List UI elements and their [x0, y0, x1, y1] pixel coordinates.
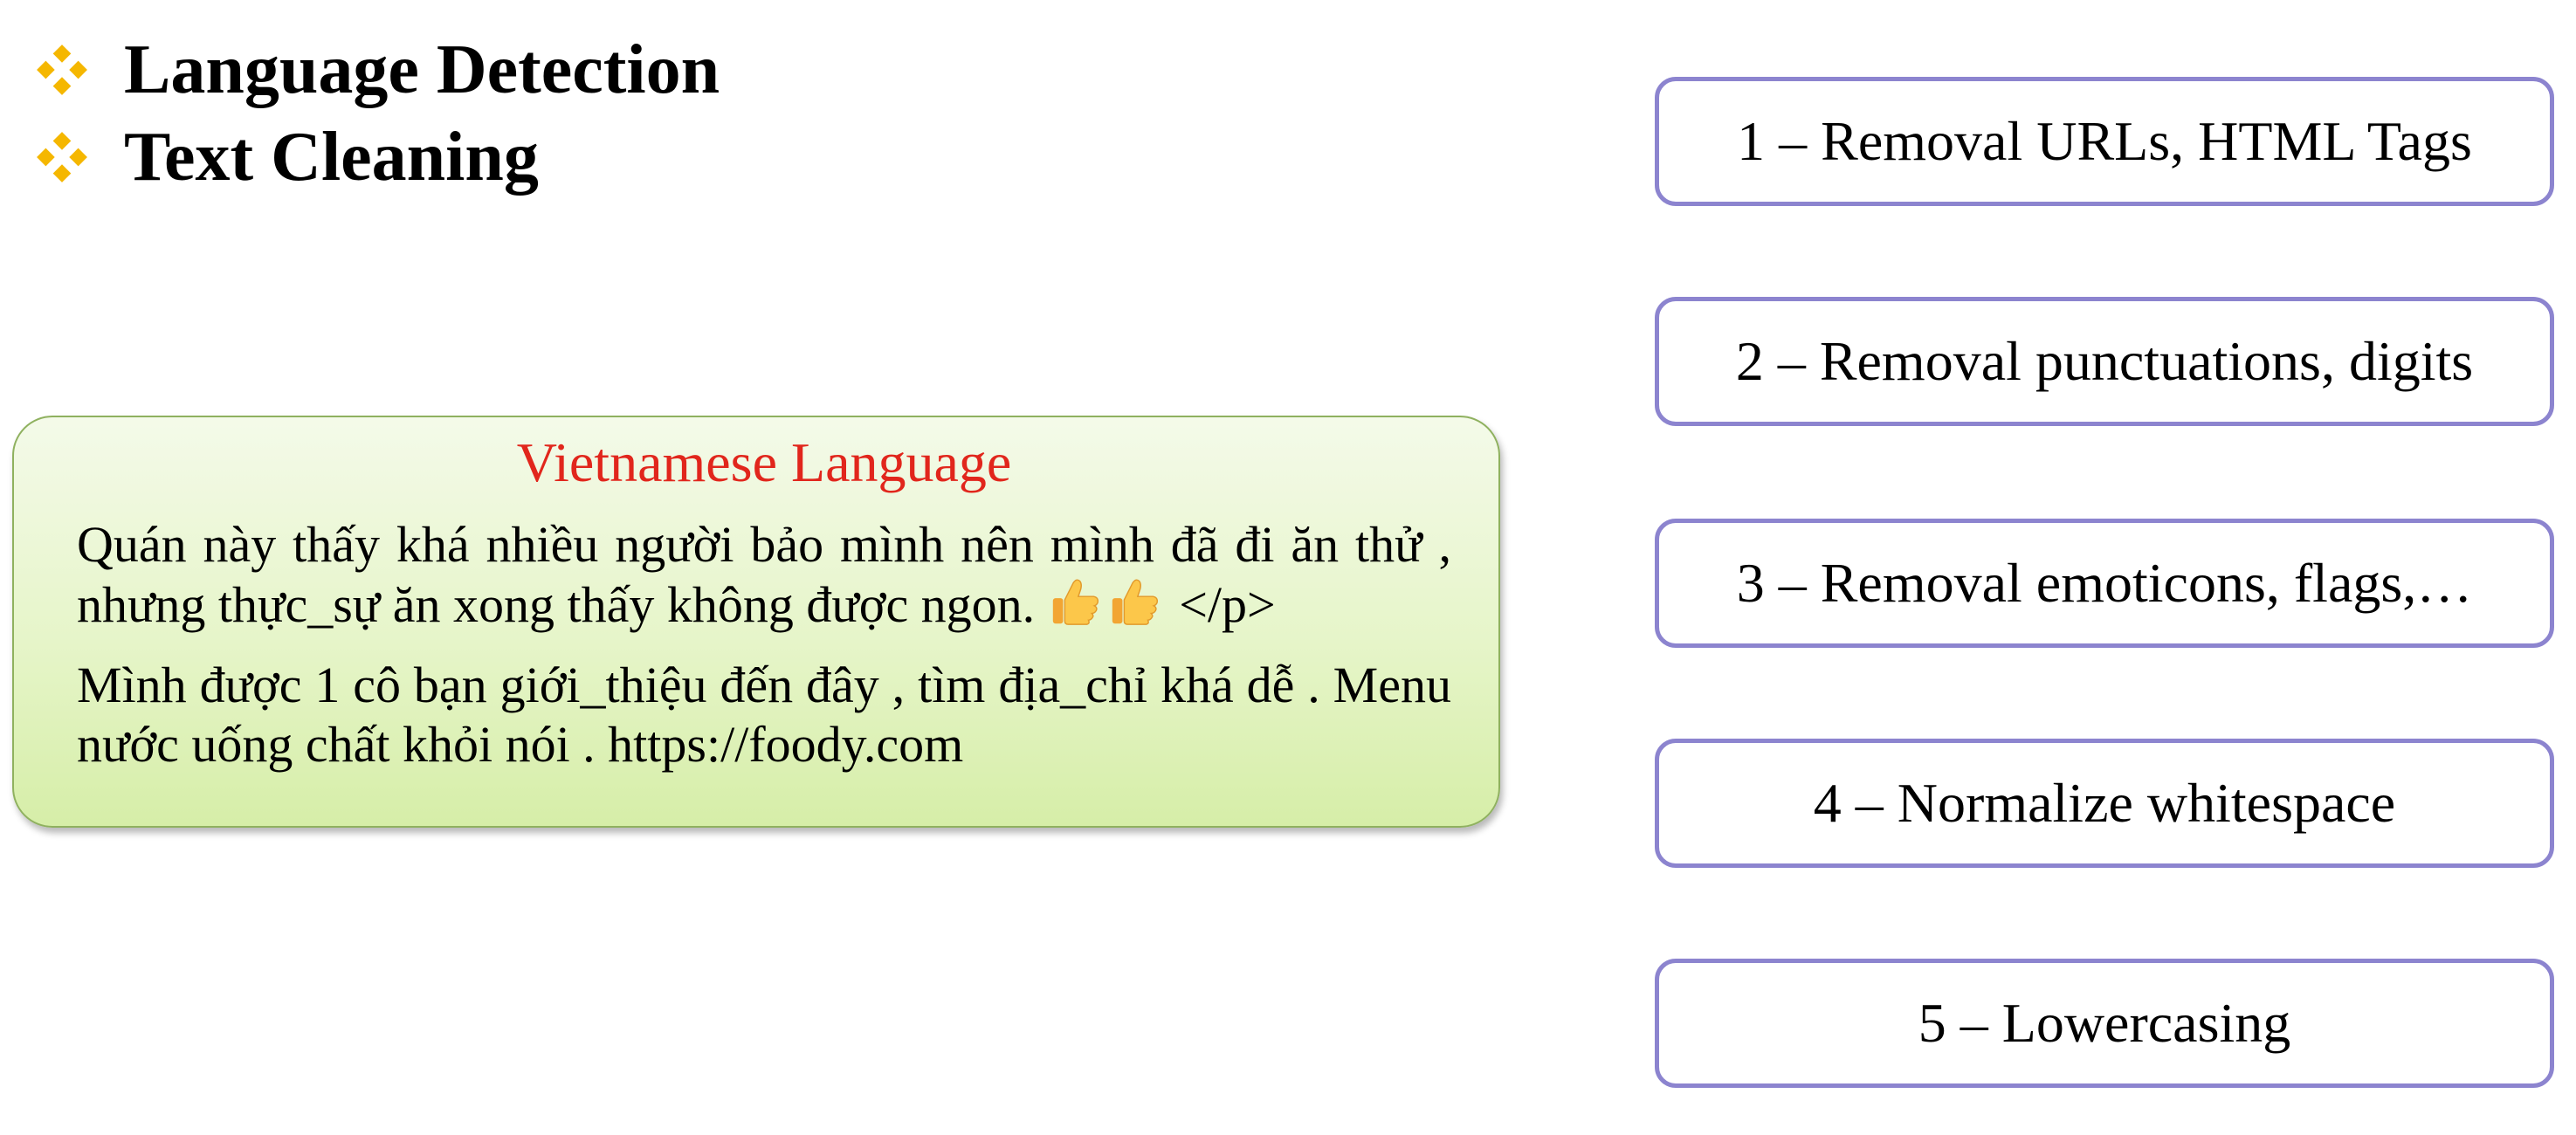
bullet-label: Language Detection: [124, 31, 720, 108]
diamond-bullet-icon: [37, 45, 87, 95]
bullet-list: Language Detection Text Cleaning: [35, 26, 720, 201]
bullet-item-text-cleaning: Text Cleaning: [35, 114, 720, 201]
panel-title: Vietnamese Language: [516, 431, 1012, 493]
example-paragraph-2: Mình được 1 cô bạn giới_thiệu đến đây , …: [77, 657, 1451, 773]
diamond-bullet-icon: [37, 132, 87, 182]
step-removal-urls-html: 1 – Removal URLs, HTML Tags: [1655, 77, 2554, 206]
thumbs-up-icon: [1052, 579, 1099, 625]
bullet-label: Text Cleaning: [124, 119, 539, 196]
example-panel: Vietnamese Language Quán này thấy khá nh…: [12, 416, 1500, 828]
step-removal-emoticons-flags: 3 – Removal emoticons, flags,…: [1655, 519, 2554, 648]
html-tag-text: </p>: [1179, 576, 1276, 633]
example-paragraph-1: Quán này thấy khá nhiều người bảo mình n…: [77, 515, 1451, 635]
step-lowercasing: 5 – Lowercasing: [1655, 959, 2554, 1088]
paragraph-1-text: Quán này thấy khá nhiều người bảo mình n…: [77, 516, 1451, 633]
thumbs-up-icon: [1112, 579, 1158, 625]
step-normalize-whitespace: 4 – Normalize whitespace: [1655, 739, 2554, 868]
step-removal-punctuation-digits: 2 – Removal punctuations, digits: [1655, 297, 2554, 426]
bullet-item-language-detection: Language Detection: [35, 26, 720, 114]
